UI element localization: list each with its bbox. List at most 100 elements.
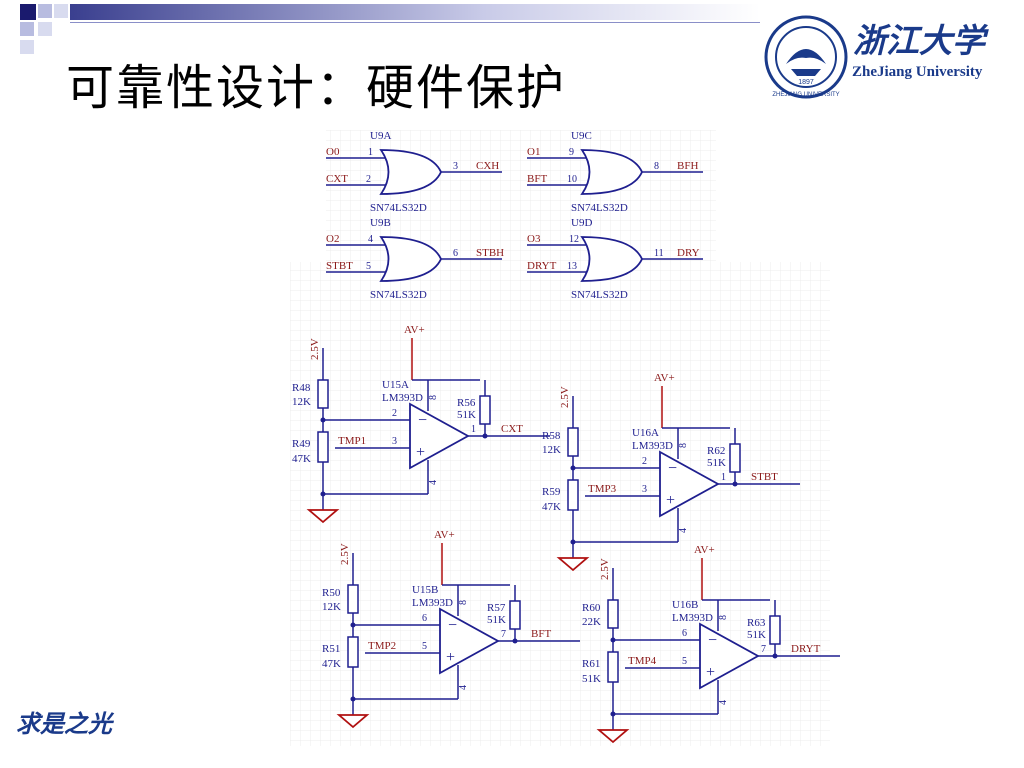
supply-label: AV+ xyxy=(434,529,455,541)
comparator-pin-number: 1 xyxy=(721,472,726,483)
reference-voltage-label: 2.5V xyxy=(599,558,611,580)
gate-pin-number: 8 xyxy=(654,161,659,172)
comparator-output-label: STBT xyxy=(751,471,778,483)
resistor-value: 47K xyxy=(322,658,341,670)
resistor-ref: R60 xyxy=(582,602,601,614)
comparator-pin-number: 8 xyxy=(718,615,729,620)
junction-dot xyxy=(512,638,518,644)
header-gradient-bar xyxy=(70,4,760,20)
gate-pin-number: 2 xyxy=(366,174,371,185)
supply-label: AV+ xyxy=(654,372,675,384)
comparator-pin-number: 7 xyxy=(501,629,506,640)
gate-part-number: SN74LS32D xyxy=(571,202,628,214)
university-name-en: ZheJiang University xyxy=(852,64,983,80)
resistor-value: 12K xyxy=(292,396,311,408)
comparator-pin-number: 8 xyxy=(458,600,469,605)
slide-title: 可靠性设计：硬件保护 xyxy=(66,60,567,116)
gate-ref: U9A xyxy=(370,130,391,142)
resistor-body xyxy=(317,431,329,463)
or-gate-body xyxy=(580,149,643,195)
resistor-value: 51K xyxy=(487,614,506,626)
resistor-ref: R51 xyxy=(322,643,340,655)
resistor-value: 51K xyxy=(582,673,601,685)
comparator-part-number: LM393D xyxy=(382,392,423,404)
ground-symbol xyxy=(556,557,590,572)
comparator-pin-number: 7 xyxy=(761,644,766,655)
junction-dot xyxy=(482,433,488,439)
gate-output-label: STBH xyxy=(476,247,504,259)
resistor-body xyxy=(567,427,579,457)
gate-input-label: CXT xyxy=(326,173,348,185)
comparator-input-label: TMP3 xyxy=(588,483,617,495)
comparator-output-label: DRYT xyxy=(791,643,821,655)
seal-text: ZHEJIANG UNIVERSITY xyxy=(772,92,839,98)
resistor-body xyxy=(607,599,619,629)
gate-pin-number: 4 xyxy=(368,234,373,245)
or-gate-body xyxy=(379,236,442,282)
minus-sign: − xyxy=(708,632,717,649)
gate-ref: U9B xyxy=(370,217,391,229)
or-gate-body xyxy=(580,236,643,282)
supply-label: AV+ xyxy=(694,544,715,556)
gate-part-number: SN74LS32D xyxy=(571,289,628,301)
bottom-logo-text: 求是之光 xyxy=(16,709,112,738)
comparator-pin-number: 2 xyxy=(392,408,397,419)
university-name-cn: 浙江大学 xyxy=(853,21,985,60)
ground-symbol xyxy=(306,509,340,524)
gate-output-label: DRY xyxy=(677,247,700,259)
resistor-body xyxy=(479,395,491,425)
reference-voltage-label: 2.5V xyxy=(339,543,351,565)
resistor-ref: R56 xyxy=(457,397,476,409)
resistor-value: 51K xyxy=(747,629,766,641)
gate-pin-number: 10 xyxy=(567,174,577,185)
resistor-body xyxy=(769,615,781,645)
gate-input-label: BFT xyxy=(527,173,547,185)
gate-output-label: BFH xyxy=(677,160,698,172)
gate-input-label: O1 xyxy=(527,146,540,158)
comparator-body xyxy=(699,622,760,690)
resistor-body xyxy=(509,600,521,630)
plus-sign: + xyxy=(416,444,425,461)
junction-dot xyxy=(732,481,738,487)
comparator-output-label: BFT xyxy=(531,628,551,640)
gate-input-label: O0 xyxy=(326,146,340,158)
comparator-ref: U16B xyxy=(672,599,698,611)
decor-squares xyxy=(0,0,80,60)
minus-sign: − xyxy=(668,460,677,477)
comparator-ref: U15A xyxy=(382,379,409,391)
comparator-input-label: TMP4 xyxy=(628,655,657,667)
gate-pin-number: 5 xyxy=(366,261,371,272)
resistor-value: 12K xyxy=(542,444,561,456)
comparator-pin-number: 4 xyxy=(718,700,729,705)
resistor-ref: R63 xyxy=(747,617,766,629)
resistor-value: 47K xyxy=(542,501,561,513)
resistor-ref: R49 xyxy=(292,438,311,450)
zju-seal-logo: 1897 ZHEJIANG UNIVERSITY xyxy=(764,15,848,99)
gate-pin-number: 12 xyxy=(569,234,579,245)
comparator-input-label: TMP2 xyxy=(368,640,396,652)
resistor-body xyxy=(729,443,741,473)
comparator-pin-number: 5 xyxy=(682,656,687,667)
resistor-body xyxy=(567,479,579,511)
comparator-pin-number: 2 xyxy=(642,456,647,467)
comparator-part-number: LM393D xyxy=(632,440,673,452)
reference-voltage-label: 2.5V xyxy=(309,338,321,360)
resistor-ref: R50 xyxy=(322,587,341,599)
comparator-body xyxy=(439,607,500,675)
resistor-value: 51K xyxy=(707,457,726,469)
minus-sign: − xyxy=(418,412,427,429)
gate-pin-number: 3 xyxy=(453,161,458,172)
gate-pin-number: 9 xyxy=(569,147,574,158)
comparator-input-label: TMP1 xyxy=(338,435,366,447)
comparator-part-number: LM393D xyxy=(412,597,453,609)
gate-input-label: DRYT xyxy=(527,260,557,272)
resistor-body xyxy=(607,651,619,683)
resistor-value: 22K xyxy=(582,616,601,628)
